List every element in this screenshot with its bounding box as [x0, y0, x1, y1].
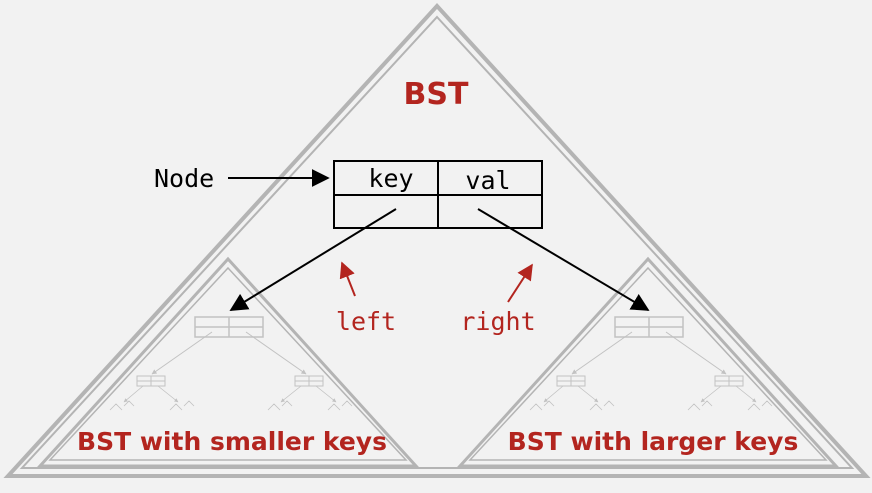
left-mini-tree — [109, 316, 353, 411]
right-pointer-label: right — [460, 307, 535, 336]
right-subtree-caption: BST with larger keys — [508, 427, 799, 456]
left-pointer-label: left — [336, 307, 396, 336]
left-annotation-arrow — [339, 261, 356, 297]
bst-title: BST — [404, 77, 469, 112]
node-box — [333, 160, 543, 229]
val-field-label: val — [465, 166, 510, 195]
right-subtree-triangle — [456, 256, 840, 468]
bst-triangle — [3, 3, 871, 478]
left-subtree-triangle — [36, 256, 420, 468]
right-mini-tree — [529, 316, 773, 411]
key-field-label: key — [368, 164, 413, 193]
left-pointer-arrow — [229, 208, 397, 311]
right-annotation-arrow — [507, 263, 533, 303]
left-subtree-caption: BST with smaller keys — [77, 427, 387, 456]
right-pointer-arrow — [477, 208, 650, 311]
node-label: Node — [154, 164, 214, 193]
